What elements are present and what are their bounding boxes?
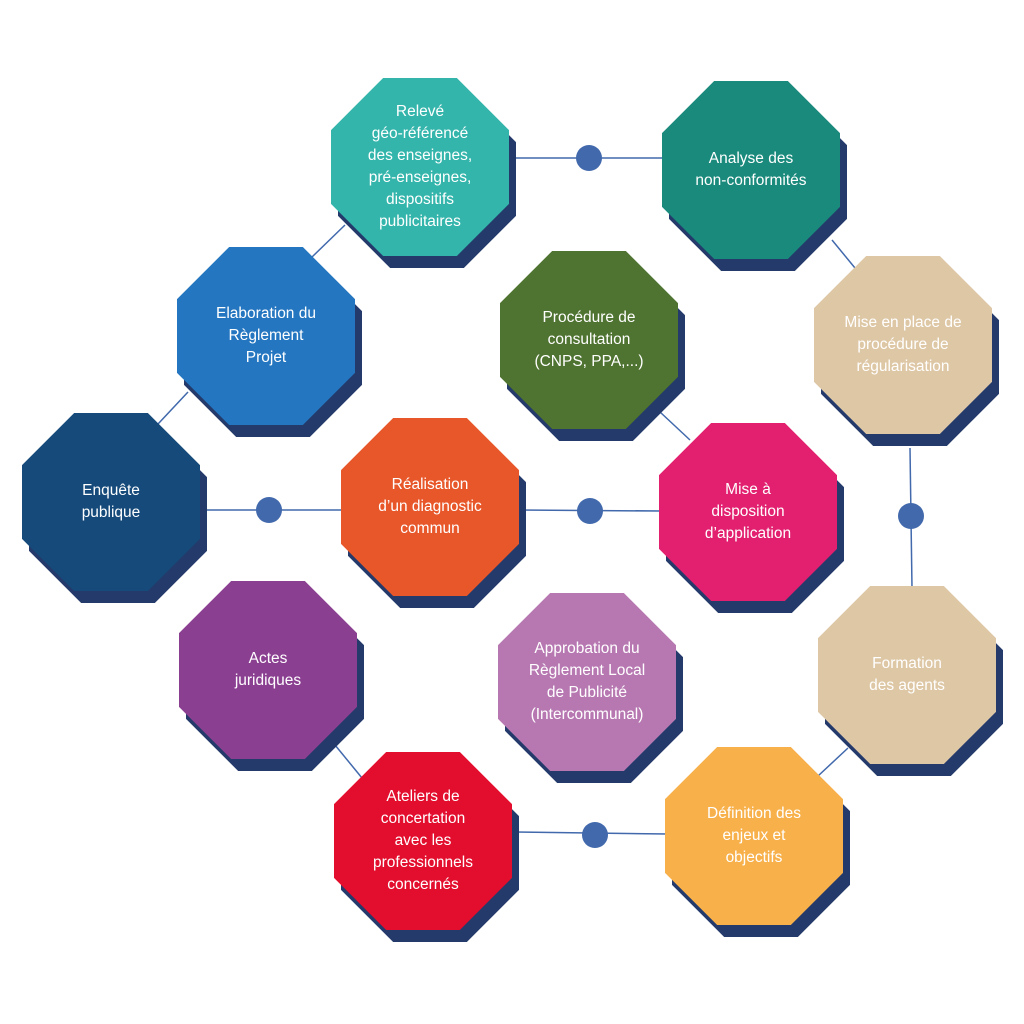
node-label: Mise à disposition d’application <box>704 481 792 542</box>
link-consultation-mise-a-disposition <box>659 411 691 441</box>
node-face: Mise en place de procédure de régularisa… <box>814 256 992 434</box>
node-label: Relevé géo-référencé des enseignes, pré-… <box>367 103 473 230</box>
node-formation-agents: Formation des agents <box>818 586 1003 776</box>
node-face: Définition des enjeux et objectifs <box>665 747 843 925</box>
node-label: Formation des agents <box>869 655 945 694</box>
node-actes-juridiques: Actes juridiques <box>179 581 364 771</box>
node-face: Mise à disposition d’application <box>659 423 837 601</box>
node-face: Relevé géo-référencé des enseignes, pré-… <box>331 78 509 256</box>
node-label: Actes juridiques <box>234 650 302 689</box>
node-mise-a-disposition: Mise à disposition d’application <box>659 423 844 613</box>
node-face: Réalisation d’un diagnostic commun <box>341 418 519 596</box>
link-formation-definition <box>817 747 849 777</box>
node-face: Ateliers de concertation avec les profes… <box>334 752 512 930</box>
node-label: Enquête publique <box>81 482 141 521</box>
connector-dot <box>256 497 282 523</box>
connector-dot <box>576 145 602 171</box>
node-procedure-consultation: Procédure de consultation (CNPS, PPA,...… <box>500 251 685 441</box>
link-analyse-mise-en-place <box>831 239 856 269</box>
node-label: Approbation du Règlement Local de Public… <box>528 640 646 723</box>
node-mise-en-place-regularisation: Mise en place de procédure de régularisa… <box>814 256 999 446</box>
node-face: Analyse des non-conformités <box>662 81 840 259</box>
node-realisation-diagnostic: Réalisation d’un diagnostic commun <box>341 418 526 608</box>
node-face: Procédure de consultation (CNPS, PPA,...… <box>500 251 678 429</box>
node-elaboration-reglement: Elaboration du Règlement Projet <box>177 247 362 437</box>
node-releve-geo-reference: Relevé géo-référencé des enseignes, pré-… <box>331 78 516 268</box>
node-definition-enjeux: Définition des enjeux et objectifs <box>665 747 850 937</box>
node-face: Actes juridiques <box>179 581 357 759</box>
node-analyse-non-conformites: Analyse des non-conformités <box>662 81 847 271</box>
node-label: Réalisation d’un diagnostic commun <box>378 476 482 537</box>
link-actes-ateliers <box>334 744 363 779</box>
node-label: Définition des enjeux et objectifs <box>707 805 801 866</box>
node-label: Elaboration du Règlement Projet <box>216 305 316 366</box>
node-label: Analyse des non-conformités <box>695 150 807 189</box>
connector-dot <box>582 822 608 848</box>
node-enquete-publique: Enquête publique <box>22 413 207 603</box>
node-face: Approbation du Règlement Local de Public… <box>498 593 676 771</box>
node-ateliers-concertation: Ateliers de concertation avec les profes… <box>334 752 519 942</box>
node-label: Mise en place de procédure de régularisa… <box>844 314 962 375</box>
node-face: Elaboration du Règlement Projet <box>177 247 355 425</box>
node-label: Ateliers de concertation avec les profes… <box>373 788 473 893</box>
node-face: Enquête publique <box>22 413 200 591</box>
connector-dot <box>898 503 924 529</box>
link-releve-elaboration <box>311 224 346 258</box>
node-label: Procédure de consultation (CNPS, PPA,...… <box>534 309 644 370</box>
connector-dot <box>577 498 603 524</box>
link-elaboration-enquete <box>157 391 189 425</box>
node-face: Formation des agents <box>818 586 996 764</box>
node-approbation-reglement: Approbation du Règlement Local de Public… <box>498 593 683 783</box>
